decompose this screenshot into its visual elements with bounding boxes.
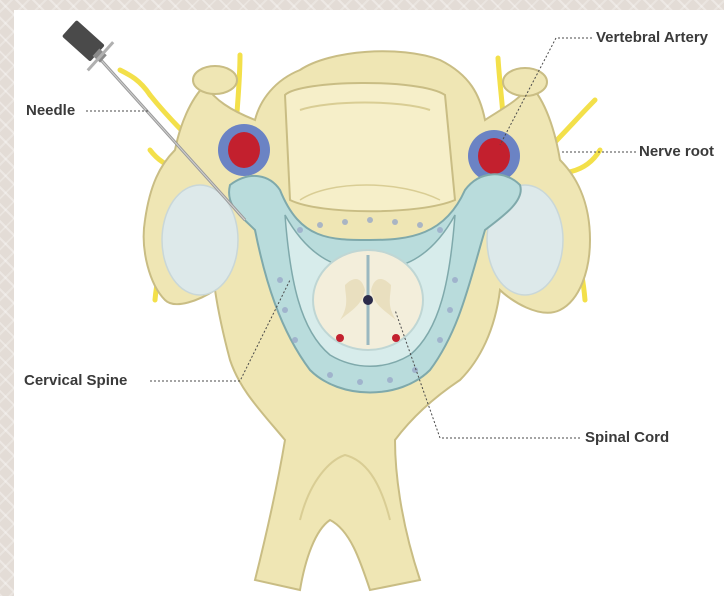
label-needle: Needle (26, 102, 75, 120)
label-spinal-cord: Spinal Cord (585, 429, 669, 447)
label-cervical-spine: Cervical Spine (24, 372, 127, 390)
label-vertebral-artery: Vertebral Artery (596, 29, 708, 47)
label-nerve-root: Nerve root (639, 143, 714, 161)
spinal-cord (313, 250, 423, 350)
